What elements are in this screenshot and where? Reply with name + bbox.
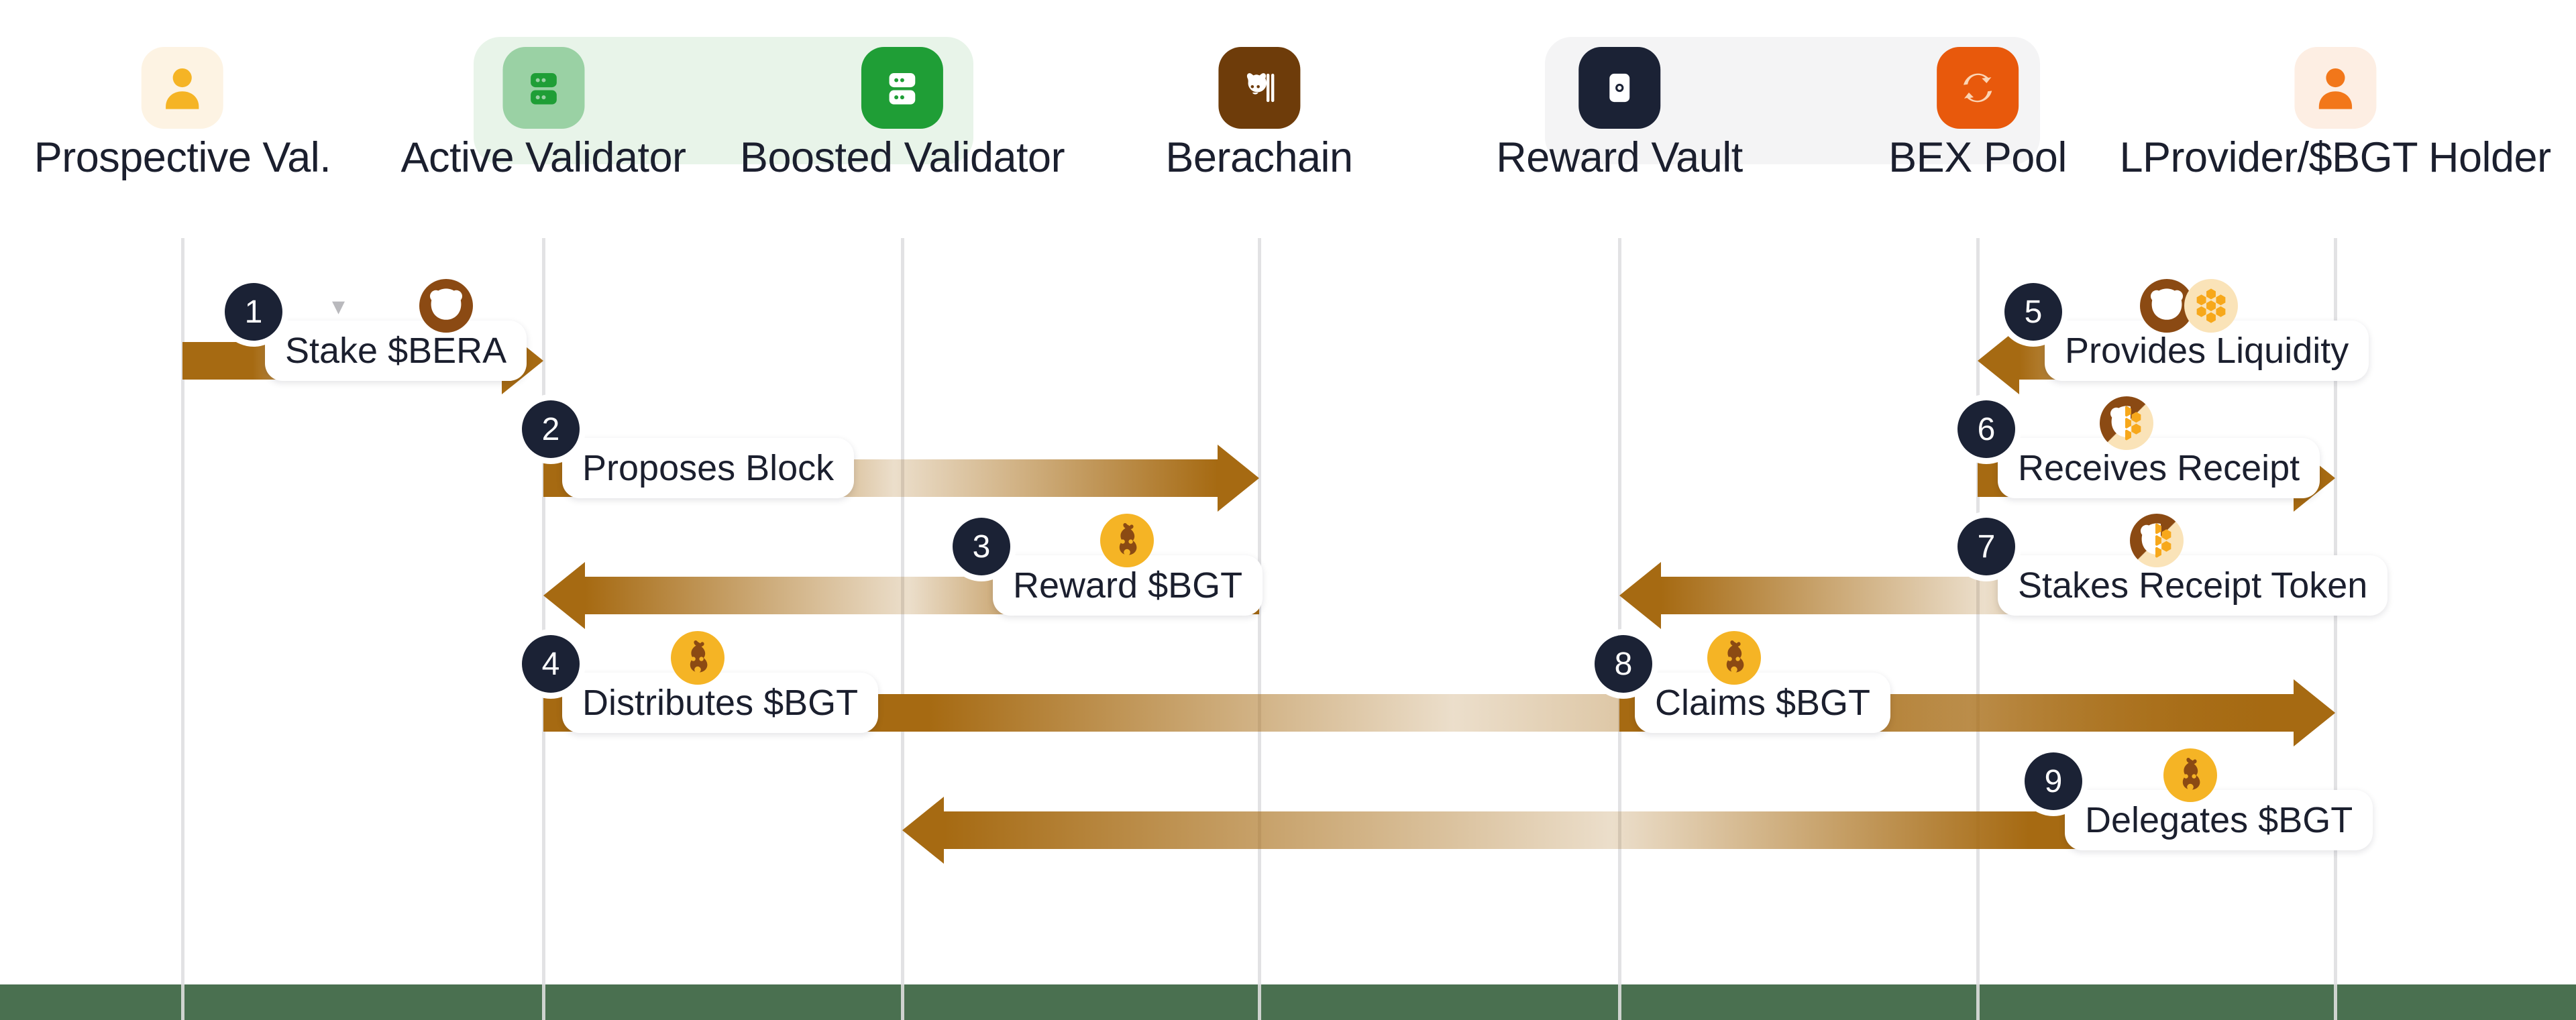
lifeline-berachain — [1258, 238, 1261, 1020]
participant-label: BEX Pool — [1888, 134, 2067, 181]
lifeline-overlay-prospective-val — [181, 984, 184, 1020]
participant-reward-vault[interactable]: Reward Vault — [1496, 47, 1743, 179]
server-icon — [502, 47, 584, 129]
lifeline-overlay-reward-vault — [1618, 984, 1621, 1020]
chevron-down-icon: ▾ — [332, 292, 345, 321]
server-icon — [861, 47, 943, 129]
berachain-logo-icon — [1218, 47, 1300, 129]
sequence-number-badge: 3 — [953, 518, 1010, 575]
sequence-number: 2 — [541, 411, 560, 447]
sequence-number-badge: 2 — [522, 400, 580, 458]
sequence-number: 6 — [1977, 411, 1996, 447]
bgt-icon — [1707, 631, 1761, 685]
message-label: Proposes Block — [582, 448, 835, 488]
lifeline-bex-pool — [1976, 238, 1980, 1020]
sequence-number: 5 — [2024, 294, 2043, 330]
sequence-number-badge: 7 — [1957, 518, 2015, 575]
sequence-number: 8 — [1614, 646, 1633, 682]
sequence-number-badge: 8 — [1595, 635, 1652, 693]
token-badges-6 — [2100, 396, 2153, 450]
token-badges-9 — [2163, 748, 2217, 802]
sequence-number: 1 — [244, 294, 263, 330]
bgt-icon — [671, 631, 724, 685]
sequence-number: 7 — [1977, 528, 1996, 565]
participant-active-validator[interactable]: Active Validator — [400, 47, 686, 179]
message-label: Claims $BGT — [1655, 683, 1871, 723]
participant-label: Boosted Validator — [739, 134, 1065, 181]
message-label: Delegates $BGT — [2085, 800, 2353, 840]
lifeline-reward-vault — [1618, 238, 1621, 1020]
message-bubble-6[interactable]: Receives Receipt — [1998, 438, 2320, 499]
message-label: Stakes Receipt Token — [2018, 565, 2368, 606]
message-label: Receives Receipt — [2018, 448, 2300, 488]
message-bubble-2[interactable]: Proposes Block — [562, 438, 855, 499]
token-badges-5 — [2140, 279, 2238, 333]
bgt-icon — [1100, 514, 1154, 567]
person-icon — [2294, 47, 2376, 129]
bottom-green-band — [0, 984, 2576, 1020]
participant-berachain[interactable]: Berachain — [1165, 47, 1353, 181]
token-badges-7 — [2130, 514, 2184, 567]
sequence-number-badge: 5 — [2004, 283, 2062, 341]
lifeline-overlay-active-validator — [542, 984, 545, 1020]
message-bubble-9[interactable]: Delegates $BGT — [2065, 790, 2373, 851]
sequence-number: 9 — [2044, 763, 2063, 799]
message-label: Provides Liquidity — [2065, 331, 2349, 371]
lp-receipt-icon — [2100, 396, 2153, 450]
lifeline-overlay-lprovider — [2334, 984, 2337, 1020]
bgt-icon — [2163, 748, 2217, 802]
token-badges-3 — [1100, 514, 1154, 567]
vault-icon — [1578, 47, 1660, 129]
participant-label: Active Validator — [400, 134, 686, 181]
message-label: Distributes $BGT — [582, 683, 859, 723]
arrow-head — [1218, 445, 1259, 512]
message-bubble-4[interactable]: Distributes $BGT — [562, 673, 879, 734]
participant-prospective-val[interactable]: Prospective Val. — [34, 47, 331, 179]
token-badges-1 — [419, 279, 473, 333]
lifeline-lprovider — [2334, 238, 2337, 1020]
sequence-number: 4 — [541, 646, 560, 682]
participant-label: LProvider/$BGT Holder — [2119, 134, 2551, 181]
arrow-head — [1978, 327, 2019, 394]
participant-lprovider[interactable]: LProvider/$BGT Holder — [2119, 47, 2551, 179]
token-badges-8 — [1707, 631, 1761, 685]
participant-label: Prospective Val. — [34, 134, 331, 181]
message-bubble-8[interactable]: Claims $BGT — [1635, 673, 1891, 734]
message-label: Stake $BERA — [285, 331, 507, 371]
token-badges-4 — [671, 631, 724, 685]
arrow-head — [2294, 679, 2335, 746]
bera-bear-icon — [419, 279, 473, 333]
participant-bex-pool[interactable]: BEX Pool — [1888, 47, 2067, 179]
sequence-number-badge: 9 — [2025, 752, 2082, 810]
participant-boosted-validator[interactable]: Boosted Validator — [740, 47, 1065, 179]
sequence-number: 3 — [972, 528, 991, 565]
sequence-number-badge: 6 — [1957, 400, 2015, 458]
swap-icon — [1936, 47, 2019, 129]
arrow-head — [543, 562, 585, 629]
message-bubble-7[interactable]: Stakes Receipt Token — [1998, 555, 2388, 616]
sequence-number-badge: 1 — [225, 283, 282, 341]
honeycomb-icon — [2184, 279, 2238, 333]
lp-receipt-icon — [2130, 514, 2184, 567]
participant-label: Berachain — [1165, 134, 1353, 181]
lifeline-prospective-val — [181, 238, 184, 1020]
lifeline-overlay-boosted-validator — [901, 984, 904, 1020]
message-label: Reward $BGT — [1013, 565, 1243, 606]
person-icon — [141, 47, 223, 129]
lifeline-boosted-validator — [901, 238, 904, 1020]
arrow-head — [1619, 562, 1661, 629]
sequence-number-badge: 4 — [522, 635, 580, 693]
lifeline-overlay-berachain — [1258, 984, 1261, 1020]
lifeline-overlay-bex-pool — [1976, 984, 1980, 1020]
message-bubble-1[interactable]: Stake $BERA — [265, 321, 527, 382]
lifeline-active-validator — [542, 238, 545, 1020]
arrow-head — [902, 797, 944, 864]
participant-label: Reward Vault — [1496, 134, 1743, 181]
